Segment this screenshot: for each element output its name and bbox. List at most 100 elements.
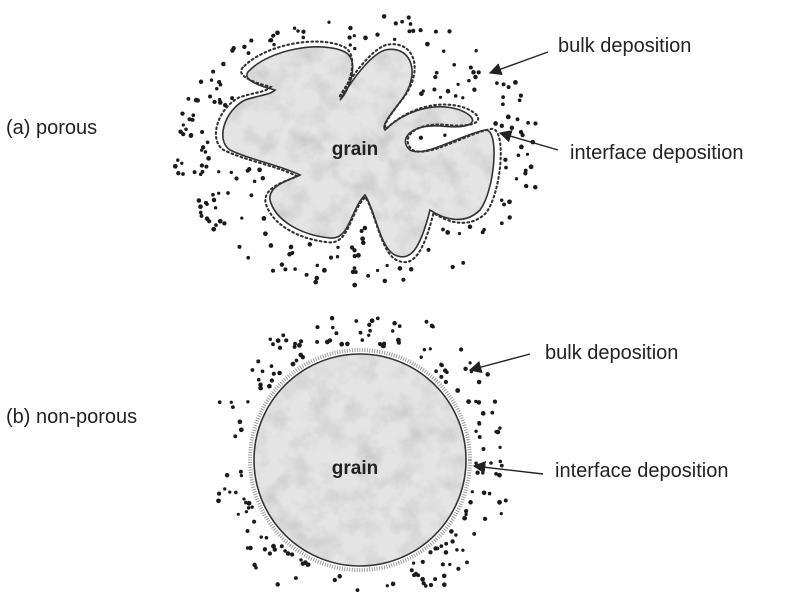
particle — [456, 567, 460, 571]
particle — [204, 165, 208, 169]
particle — [181, 172, 185, 176]
particle — [499, 460, 503, 464]
particle — [471, 490, 474, 493]
particle — [270, 378, 274, 382]
particle — [211, 193, 215, 197]
particle — [200, 149, 203, 152]
particle — [280, 262, 284, 266]
particle — [214, 206, 217, 209]
particle — [363, 36, 368, 41]
particle — [450, 539, 454, 543]
nonporous-bulk-arrow — [470, 354, 530, 370]
particle — [271, 269, 275, 273]
particle — [454, 533, 457, 536]
particle — [493, 399, 497, 403]
particle — [284, 338, 288, 342]
particle — [217, 491, 221, 495]
particle — [428, 550, 432, 554]
particle — [252, 520, 256, 524]
particle — [277, 371, 282, 376]
particle — [247, 501, 252, 506]
particle — [363, 226, 368, 231]
particle — [308, 242, 313, 247]
particle — [240, 216, 243, 219]
particle — [291, 251, 294, 254]
particle — [420, 356, 423, 359]
particle — [199, 211, 203, 215]
particle — [283, 267, 287, 271]
particle — [494, 430, 497, 433]
particle — [329, 256, 333, 260]
particle — [339, 342, 344, 347]
particle — [352, 283, 357, 288]
particle — [485, 372, 490, 377]
particle — [442, 574, 447, 579]
particle — [225, 473, 230, 478]
particle — [398, 266, 403, 271]
particle — [200, 214, 204, 218]
particle — [276, 338, 281, 343]
particle — [246, 256, 250, 260]
particle — [461, 549, 464, 552]
particle — [501, 102, 505, 106]
particle — [218, 98, 221, 101]
particle — [217, 192, 220, 195]
particle — [473, 75, 477, 79]
particle — [465, 561, 469, 565]
particle — [211, 70, 215, 74]
panel-b-interface-label: interface deposition — [555, 461, 728, 481]
particle — [456, 83, 459, 86]
particle — [488, 492, 492, 496]
particle — [380, 343, 384, 347]
particle — [433, 577, 437, 581]
particle — [474, 400, 477, 403]
particle — [500, 512, 503, 515]
particle — [459, 347, 463, 351]
particle — [206, 156, 211, 161]
porous-bulk-arrow — [490, 52, 548, 73]
particle — [421, 560, 425, 564]
particle — [391, 582, 396, 587]
particle — [455, 388, 460, 393]
particle — [383, 279, 387, 283]
particle — [270, 364, 274, 368]
particle — [257, 167, 262, 172]
particle — [444, 380, 448, 384]
particle — [271, 342, 275, 346]
particle — [291, 362, 295, 366]
particle — [407, 29, 411, 33]
particle — [443, 134, 446, 137]
particle — [423, 348, 427, 352]
particle — [461, 96, 464, 99]
particle — [275, 30, 280, 35]
particle — [258, 383, 263, 388]
particle — [469, 65, 473, 69]
particle — [367, 323, 371, 327]
particle — [429, 583, 433, 587]
particle — [382, 14, 387, 19]
particle — [211, 227, 216, 232]
particle — [242, 497, 245, 500]
particle — [462, 516, 467, 521]
particle — [265, 536, 269, 540]
particle — [523, 171, 527, 175]
particle — [410, 568, 414, 572]
particle — [336, 255, 339, 258]
particle — [194, 98, 199, 103]
particle — [262, 216, 267, 221]
particle — [436, 547, 440, 551]
particle — [360, 229, 364, 233]
particle — [347, 35, 351, 39]
particle — [353, 254, 357, 258]
particle — [439, 375, 443, 379]
particle — [500, 221, 504, 225]
particle — [207, 219, 211, 223]
particle — [526, 153, 529, 156]
particle — [482, 447, 486, 451]
particle — [441, 562, 445, 566]
particle — [475, 471, 479, 475]
particle — [226, 191, 230, 195]
particle — [483, 517, 487, 521]
particle — [533, 185, 537, 189]
